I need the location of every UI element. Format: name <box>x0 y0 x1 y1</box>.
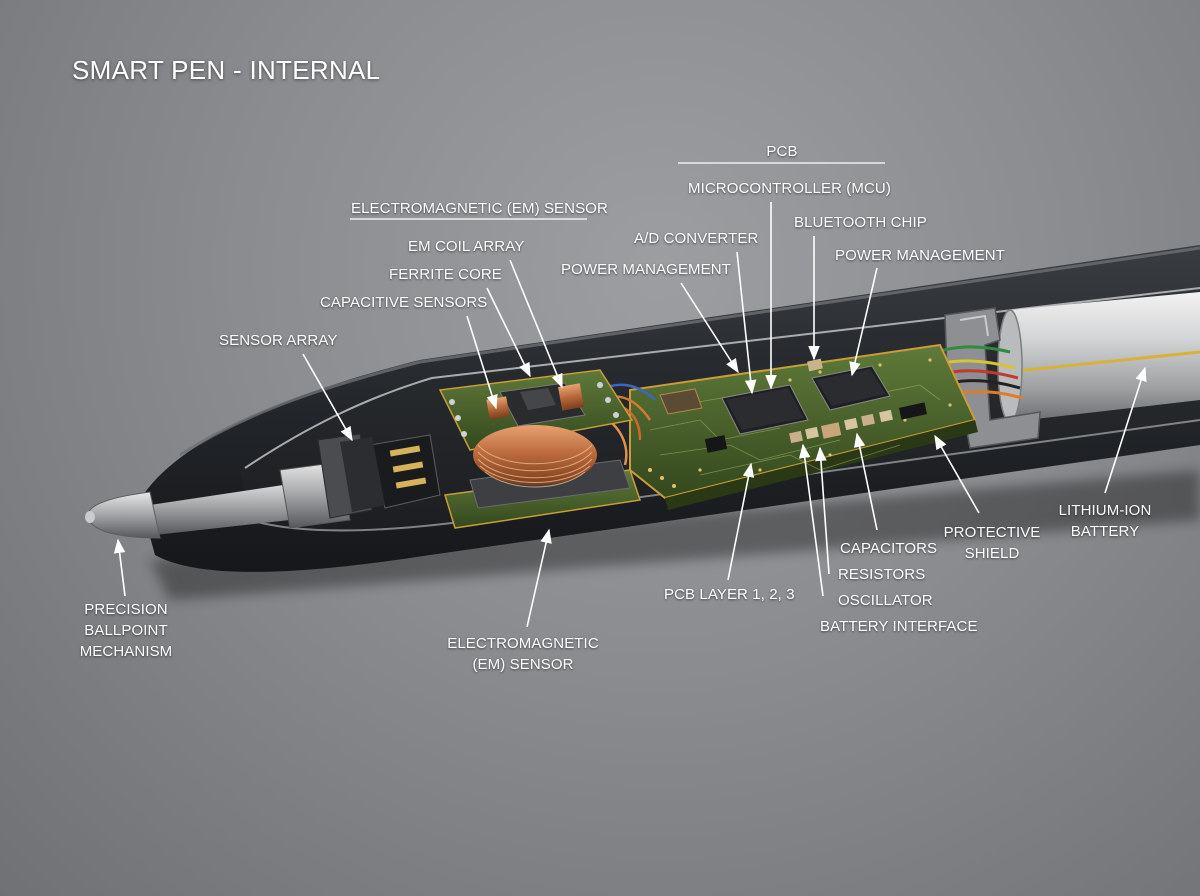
label-oscillator: OSCILLATOR <box>838 592 933 609</box>
passive-components <box>789 409 893 444</box>
arrow-precision-ballpoint <box>113 538 126 597</box>
label-pcb-layers: PCB LAYER 1, 2, 3 <box>664 586 795 603</box>
label-microcontroller: MICROCONTROLLER (MCU) <box>688 180 891 197</box>
arrow-oscillator <box>798 443 824 597</box>
arrow-capacitors <box>854 432 878 531</box>
arrow-sensor-array <box>302 353 353 442</box>
label-power-management-right: POWER MANAGEMENT <box>835 247 1005 264</box>
label-precision-ballpoint: PRECISION BALLPOINT MECHANISM <box>79 601 173 660</box>
label-sensor-array: SENSOR ARRAY <box>219 332 338 349</box>
lithium-ion-battery-body <box>998 292 1200 422</box>
group-header-pcb: PCB <box>766 143 798 160</box>
label-ferrite-core: FERRITE CORE <box>389 266 502 283</box>
label-ad-converter: A/D CONVERTER <box>634 230 759 247</box>
label-battery-interface: BATTERY INTERFACE <box>820 618 978 635</box>
arrow-em-sensor-bottom <box>526 528 552 628</box>
label-protective-shield: PROTECTIVE SHIELD <box>943 524 1041 562</box>
label-capacitors: CAPACITORS <box>840 540 938 557</box>
label-capacitive-sensors: CAPACITIVE SENSORS <box>320 294 488 311</box>
arrow-power-mgmt-left <box>680 282 739 374</box>
arrow-protective-shield <box>934 434 980 514</box>
arrow-capacitive-sensors <box>466 315 498 410</box>
arrow-lithium-ion-battery <box>1104 366 1147 494</box>
arrow-ferrite-core <box>486 287 531 378</box>
em-coil <box>473 425 597 488</box>
arrow-em-coil-array <box>509 259 563 389</box>
label-bluetooth-chip: BLUETOOTH CHIP <box>794 214 927 231</box>
label-em-coil-array: EM COIL ARRAY <box>408 238 525 255</box>
arrow-resistors <box>815 446 830 575</box>
ballpoint-tip <box>87 491 161 539</box>
arrow-pcb-layers <box>727 462 755 581</box>
diagram-title: SMART PEN - INTERNAL <box>72 55 381 85</box>
group-header-em-sensor: ELECTROMAGNETIC (EM) SENSOR <box>351 200 608 217</box>
arrow-power-mgmt-right <box>849 267 878 377</box>
label-em-sensor-bottom: ELECTROMAGNETIC (EM) SENSOR <box>447 635 599 673</box>
label-resistors: RESISTORS <box>838 566 926 583</box>
arrow-ad-converter <box>736 251 757 395</box>
label-lithium-ion-battery: LITHIUM-ION BATTERY <box>1058 502 1152 540</box>
label-power-management-left: POWER MANAGEMENT <box>561 261 731 278</box>
